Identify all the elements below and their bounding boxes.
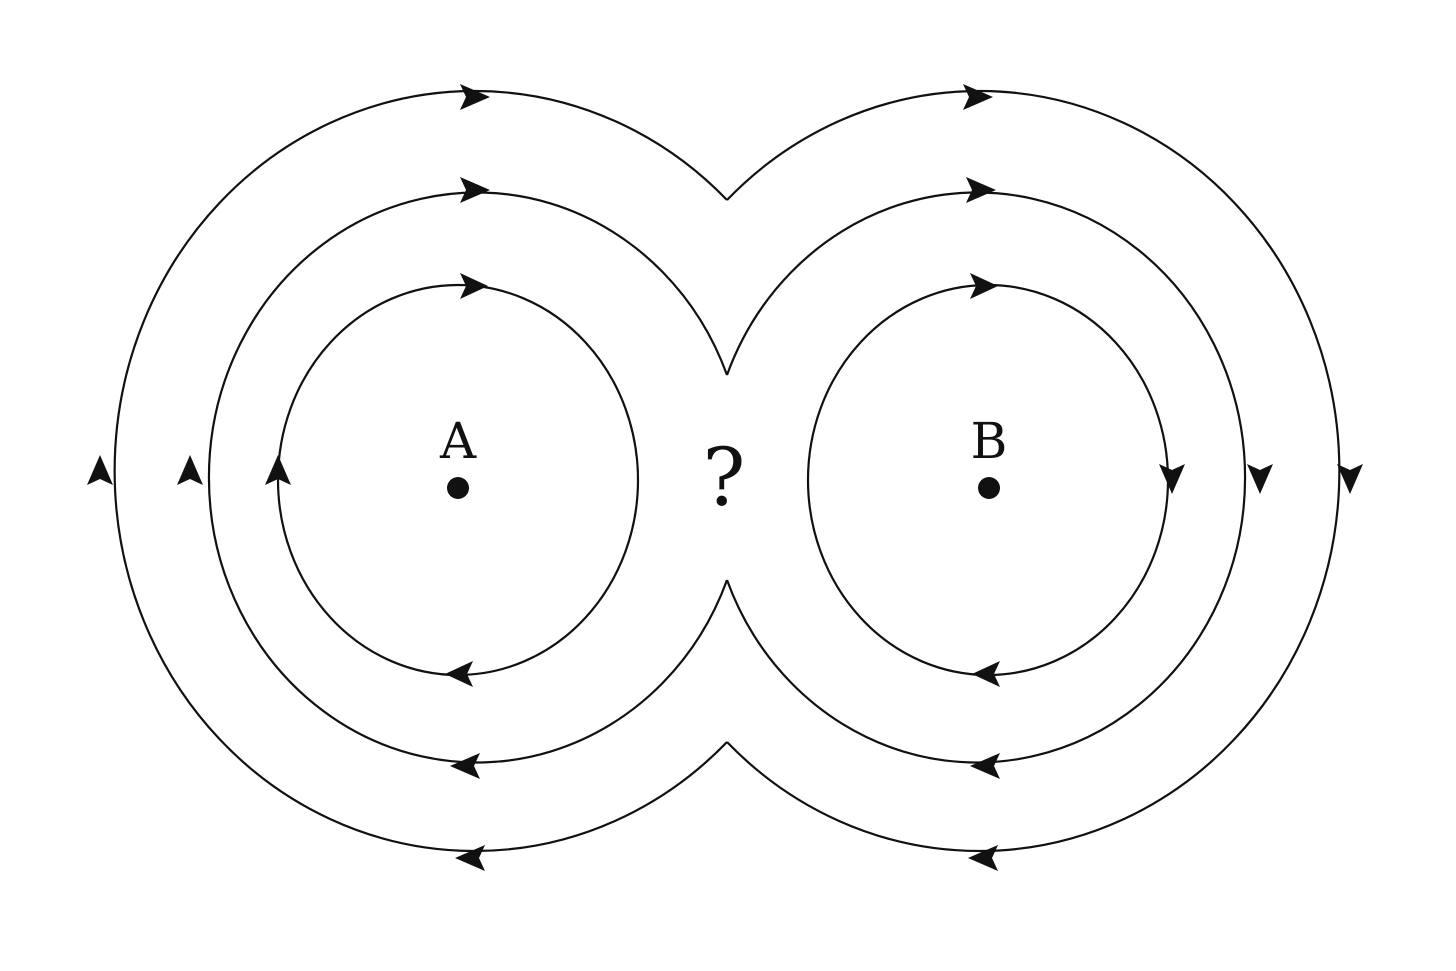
question-mark-label: ? (703, 431, 746, 524)
arrow-icon (177, 455, 203, 485)
loop-a-inner (276, 283, 640, 677)
loop-a-outer (113, 89, 728, 853)
point-b-dot (978, 477, 1000, 499)
arrow-icon (450, 753, 480, 779)
arrow-icon (966, 177, 996, 203)
loop-b-middle (725, 191, 1247, 764)
arrow-icon (1337, 464, 1363, 494)
loops-around-a (113, 89, 729, 853)
arrow-icon (968, 845, 998, 871)
arrow-icon (972, 661, 1000, 687)
arrow-icon (970, 273, 998, 299)
arrow-icon (460, 84, 490, 110)
arrow-icon (970, 753, 1000, 779)
arrows-a (87, 84, 490, 871)
arrow-icon (1159, 464, 1185, 494)
loops-around-b (725, 89, 1341, 853)
loop-b-outer (726, 89, 1341, 853)
loop-a-middle (207, 191, 729, 764)
arrow-icon (1247, 464, 1273, 494)
arrow-icon (460, 273, 488, 299)
arrow-icon (265, 455, 291, 485)
arrow-icon (963, 84, 993, 110)
point-a-label: A (439, 412, 477, 470)
arrow-icon (455, 845, 485, 871)
point-b-label: B (971, 412, 1008, 470)
arrows-b (963, 84, 1363, 871)
point-a-dot (447, 477, 469, 499)
arrow-icon (460, 177, 490, 203)
arrow-icon (87, 455, 113, 485)
arrow-icon (445, 661, 473, 687)
